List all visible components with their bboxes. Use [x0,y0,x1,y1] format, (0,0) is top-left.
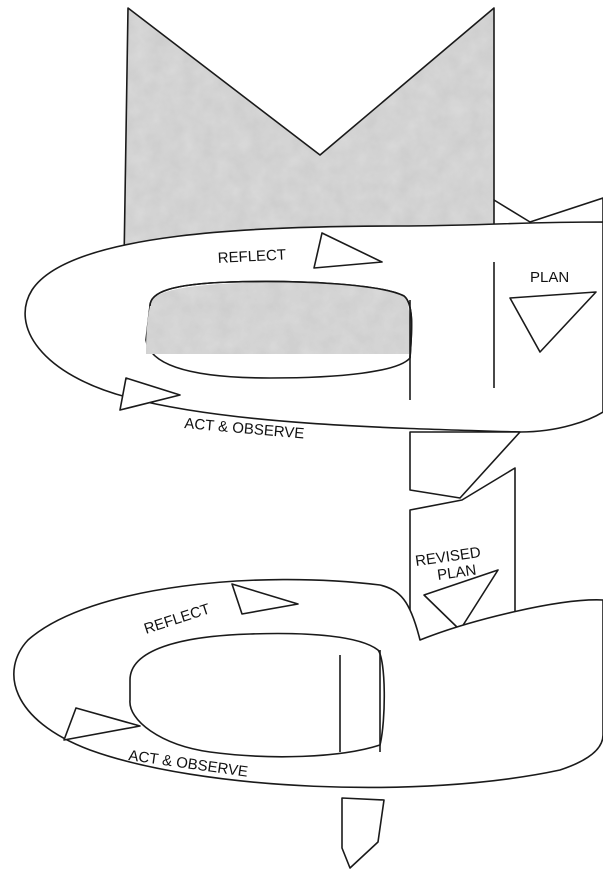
top-banner-shape [123,7,495,263]
revised-plan-arrow [423,569,499,631]
upper-spiral-ring [24,221,603,433]
upper-reflect-label: REFLECT [217,246,286,267]
lower-act-arrow [63,707,141,741]
upper-act-arrow [119,377,181,411]
revised-label-line2: PLAN [436,562,477,584]
upper-reflect-arrow [313,232,383,269]
plan-label: PLAN [530,269,569,286]
lower-ring-hole [129,632,386,758]
plan-arrow [509,291,597,353]
lower-reflect-arrow [231,583,299,615]
lower-spiral-ring [13,578,603,789]
lower-tail [341,797,385,869]
